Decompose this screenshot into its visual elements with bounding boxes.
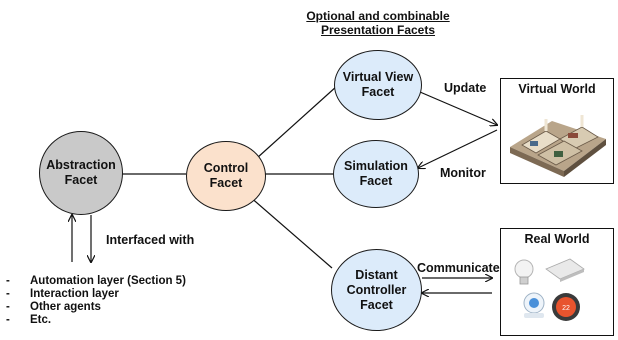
simulation-facet-label: Simulation Facet bbox=[344, 159, 408, 188]
virtual-world-title: Virtual World bbox=[518, 82, 596, 96]
interfaced-list: Automation layer (Section 5) Interaction… bbox=[6, 275, 186, 327]
smart-switch-icon bbox=[545, 258, 585, 282]
monitor-label: Monitor bbox=[440, 166, 486, 180]
virtual-world-box: Virtual World bbox=[500, 78, 614, 184]
distant-controller-facet-label: Distant Controller Facet bbox=[346, 267, 407, 312]
communicate-label: Communicate bbox=[417, 261, 500, 275]
presentation-facets-title: Optional and combinable Presentation Fac… bbox=[306, 9, 450, 37]
motion-sensor-icon bbox=[523, 292, 545, 318]
list-item: Automation layer (Section 5) bbox=[6, 275, 186, 288]
edge-control-distant bbox=[248, 195, 333, 269]
list-item: Other agents bbox=[6, 301, 186, 314]
real-world-box: Real World 22 bbox=[500, 228, 614, 336]
abstraction-facet-node: Abstraction Facet bbox=[39, 131, 123, 215]
abstraction-facet-label: Abstraction Facet bbox=[46, 158, 116, 187]
svg-text:22: 22 bbox=[562, 305, 570, 312]
list-item: Interaction layer bbox=[6, 288, 186, 301]
thermostat-icon: 22 bbox=[552, 293, 580, 321]
real-world-title: Real World bbox=[524, 232, 590, 246]
monitor-arrow bbox=[418, 129, 498, 168]
virtual-view-facet-label: Virtual View Facet bbox=[342, 70, 414, 99]
edge-control-virtualview bbox=[256, 85, 338, 159]
light-bulb-icon bbox=[514, 259, 534, 285]
simulation-facet-node: Simulation Facet bbox=[333, 140, 419, 208]
interfaced-with-label: Interfaced with bbox=[106, 233, 195, 247]
virtual-view-facet-node: Virtual View Facet bbox=[334, 50, 422, 120]
list-item: Etc. bbox=[6, 314, 186, 327]
control-facet-node: Control Facet bbox=[186, 141, 266, 211]
update-label: Update bbox=[444, 81, 487, 95]
smart-devices-image: 22 bbox=[514, 258, 585, 321]
control-facet-label: Control Facet bbox=[203, 161, 249, 190]
update-arrow bbox=[419, 91, 497, 125]
house-3d-image bbox=[510, 115, 606, 177]
distant-controller-facet-node: Distant Controller Facet bbox=[331, 249, 422, 331]
